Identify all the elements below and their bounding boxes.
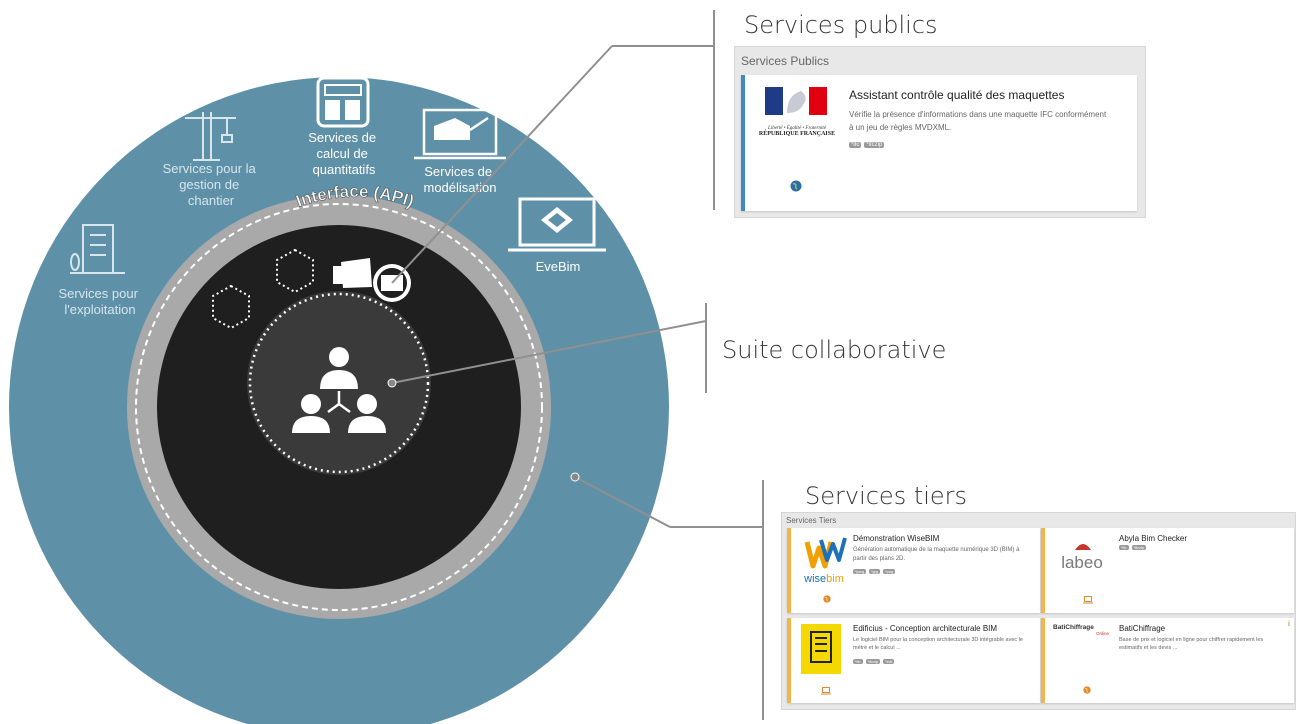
- logo-text: RÉPUBLIQUE FRANÇAISE: [758, 131, 836, 137]
- svg-text:wisebim: wisebim: [803, 573, 844, 585]
- building-icon: [70, 224, 125, 274]
- service-label-modelisation: Services de modélisation: [424, 164, 497, 195]
- service-label-evebim: EveBim: [536, 259, 581, 274]
- service-label-exploitation: Services pour l'exploitation: [58, 286, 141, 317]
- labeo-logo-text: labeo: [1061, 553, 1103, 572]
- card-tags: *ifc *ifczip: [1119, 545, 1147, 550]
- service-card[interactable]: Liberté • Égalité • Fraternité RÉPUBLIQU…: [741, 75, 1137, 211]
- wisebim-logo: wisebim: [799, 534, 849, 586]
- logo-motto: Liberté • Égalité • Fraternité: [768, 126, 826, 131]
- format-tag: *ifczip: [865, 659, 881, 664]
- laptop-icon[interactable]: [821, 687, 831, 695]
- laptop-icon[interactable]: [1083, 596, 1093, 604]
- logo-subtext: Online: [1095, 631, 1109, 636]
- card-description: Base de prix et logiciel en ligne pour c…: [1119, 637, 1264, 651]
- format-tag: *png: [883, 569, 896, 574]
- collab-dotted-border: [248, 292, 430, 474]
- format-tag: *jpg: [869, 569, 881, 574]
- card-title[interactable]: Edificius - Conception architecturale BI…: [853, 624, 998, 633]
- service-label-chantier: Services pour la gestion de chantier: [163, 161, 260, 208]
- service-card-edificius[interactable]: Edificius - Conception architecturale BI…: [787, 618, 1040, 703]
- card-title[interactable]: BatiChiffrage: [1119, 624, 1166, 633]
- callout-suite-collaborative: Suite collaborative: [722, 336, 947, 364]
- globe-icon[interactable]: [790, 180, 802, 192]
- api-dashed-border: [135, 203, 543, 611]
- services-publics-panel: Services Publics Liberté • Égalité • Fra…: [734, 46, 1146, 218]
- card-description: Vérifie la présence d'informations dans …: [849, 110, 1107, 132]
- globe-icon[interactable]: [823, 595, 831, 603]
- format-tag: *ifc: [853, 659, 863, 664]
- card-description: Le logiciel BIM pour la conception archi…: [853, 637, 1023, 651]
- republique-francaise-logo: Liberté • Égalité • Fraternité RÉPUBLIQU…: [757, 85, 837, 141]
- service-card-batichiffrage[interactable]: BatiChiffrage Online BatiChiffrage Base …: [1041, 618, 1294, 703]
- modeling-laptop-icon: [414, 108, 506, 160]
- leader-dot-tiers: [570, 472, 580, 482]
- leader-line-tiers: [574, 476, 671, 528]
- card-title[interactable]: Démonstration WiseBIM: [853, 534, 940, 543]
- calculator-icon: [316, 76, 370, 128]
- crane-icon: [185, 112, 236, 161]
- leader-dot-collab: [387, 378, 397, 388]
- card-title[interactable]: Assistant contrôle qualité des maquettes: [849, 88, 1065, 102]
- info-icon[interactable]: i: [1288, 621, 1290, 628]
- callout-services-publics: Services publics: [744, 11, 938, 39]
- card-description: Génération automatique de la maquette nu…: [853, 547, 1020, 562]
- evebim-laptop-icon: [508, 197, 606, 252]
- leader-line-publics: [391, 45, 613, 284]
- globe-icon[interactable]: [1083, 686, 1091, 694]
- format-tag: *edf: [883, 659, 895, 664]
- service-card-wisebim[interactable]: wisebim Démonstration WiseBIM Génération…: [787, 528, 1040, 613]
- service-card-labeo[interactable]: labeo Abyla Bim Checker *ifc *ifczip: [1041, 528, 1294, 613]
- labeo-logo: labeo: [1057, 538, 1107, 574]
- card-tags: *ifc *ifczip *edf: [853, 659, 895, 664]
- format-tag: *jpeg: [853, 569, 867, 574]
- service-label-calcul: Services de calcul de quantitatifs: [308, 130, 380, 177]
- format-tag: *ifczip: [1131, 545, 1147, 550]
- card-tags: *ifc *ifczip: [849, 142, 885, 148]
- plugin-slot-hexagon: [212, 284, 250, 330]
- card-title[interactable]: Abyla Bim Checker: [1119, 534, 1188, 543]
- plugin-slot-hexagon: [276, 248, 314, 294]
- panel-title: Services Publics: [741, 54, 830, 68]
- edificius-logo: [801, 624, 841, 674]
- services-tiers-panel: Services Tiers wisebim Démonstration Wis…: [781, 512, 1296, 710]
- collaboration-people-icon: [292, 347, 386, 433]
- format-tag: *ifc: [1119, 545, 1129, 550]
- batichiffrage-logo: BatiChiffrage Online: [1053, 624, 1111, 636]
- card-tags: *jpeg *jpg *png: [853, 569, 896, 574]
- panel-title: Services Tiers: [786, 516, 837, 525]
- format-tag: *ifc: [849, 142, 862, 148]
- logo-text: BatiChiffrage: [1053, 624, 1094, 631]
- leader-line-collab: [391, 320, 707, 384]
- callout-services-tiers: Services tiers: [805, 482, 968, 510]
- format-tag: *ifczip: [864, 142, 885, 148]
